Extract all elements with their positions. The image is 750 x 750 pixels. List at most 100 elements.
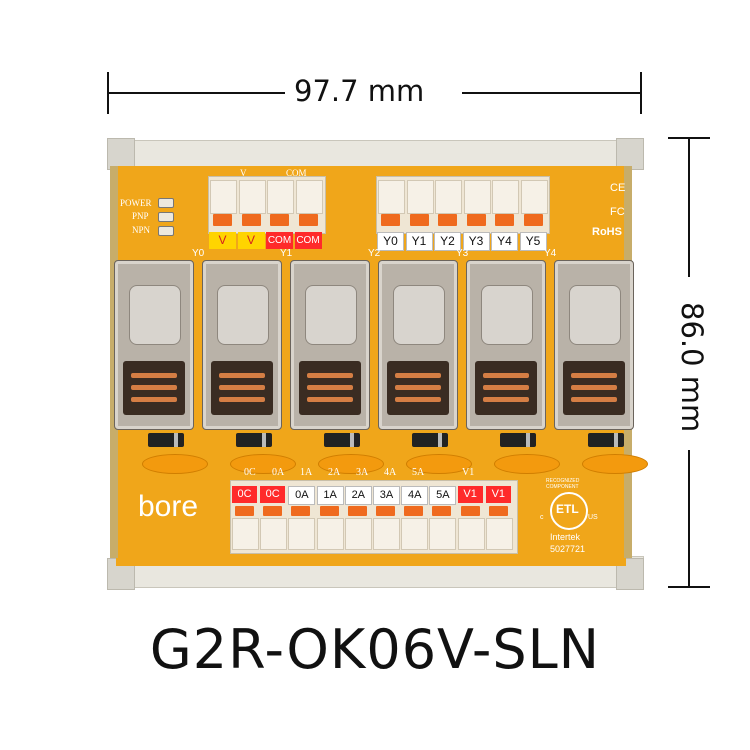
indicator-label-npn: NPN [132, 225, 151, 235]
bottom-terminal-lever[interactable] [432, 506, 452, 516]
diode-band [526, 433, 530, 447]
height-dimension-label: 86.0 mm [675, 302, 709, 433]
relay [466, 260, 546, 430]
pnp-led [158, 212, 174, 222]
top-output-terminal-lever[interactable] [466, 214, 486, 226]
bottom-terminal-lever[interactable] [376, 506, 395, 516]
bottom-terminal-label: 2A [344, 486, 372, 505]
width-dim-line-left [107, 92, 285, 94]
intertek-text: Intertek [550, 532, 581, 542]
intertek-number: 5027721 [550, 544, 586, 554]
top-power-terminal-lever[interactable] [213, 214, 232, 226]
brand-logo-text: bore [138, 490, 199, 523]
relay-label: Y5 [632, 248, 645, 259]
bottom-terminal-lever[interactable] [404, 506, 424, 516]
relay [202, 260, 282, 430]
relay-contact-strip [395, 373, 441, 378]
bottom-silk-label: 0A [272, 467, 285, 478]
diode [412, 433, 448, 447]
bottom-silk-label: 0C [244, 467, 256, 478]
top-output-terminal-cell [520, 180, 548, 214]
relay-contact-strip [571, 397, 617, 402]
rohs-mark: RoHS [592, 226, 622, 238]
top-output-terminal-label: Y0 [377, 232, 404, 251]
top-power-terminal-label: COM [266, 232, 293, 249]
height-dim-line-bottom [688, 450, 690, 588]
relay [290, 260, 370, 430]
top-output-terminal-cell [378, 180, 405, 214]
diode [148, 433, 184, 447]
capacitor [406, 454, 472, 474]
top-output-terminal-label: Y2 [434, 232, 461, 251]
diode-band [174, 433, 178, 447]
relay-contact-strip [219, 385, 265, 390]
bottom-terminal-cell [485, 518, 513, 550]
top-din-rail [110, 140, 644, 168]
top-power-terminal-lever[interactable] [298, 214, 318, 226]
top-power-terminal-lever[interactable] [241, 214, 261, 226]
bottom-terminal-lever[interactable] [263, 506, 283, 516]
bottom-terminal-cell [344, 518, 372, 550]
bottom-terminal-label: 4A [401, 486, 429, 505]
relay-contact-strip [395, 385, 441, 390]
indicator-label-pnp: PNP [132, 211, 149, 221]
etl-recognized-text: RECOGNIZED COMPONENT [546, 478, 580, 490]
relay-contact-strip [131, 397, 177, 402]
bottom-terminal-label: 1A [316, 486, 344, 505]
bottom-terminal-lever[interactable] [291, 506, 311, 516]
top-output-terminal-lever[interactable] [523, 214, 543, 226]
diode-band [438, 433, 442, 447]
relay [554, 260, 634, 430]
bottom-terminal-cell [232, 518, 259, 550]
top-output-terminal-lever[interactable] [409, 214, 429, 226]
bottom-terminal-lever[interactable] [347, 506, 367, 516]
relay-contact-strip [571, 373, 617, 378]
top-output-terminal-lever[interactable] [495, 214, 514, 226]
bottom-terminal-lever[interactable] [488, 506, 508, 516]
diode-band [614, 433, 618, 447]
relay-coil [217, 285, 269, 345]
capacitor [230, 454, 296, 474]
top-output-terminal-lever[interactable] [438, 214, 457, 226]
relay-coil [569, 285, 621, 345]
relay-contact-strip [219, 397, 265, 402]
relay-contact-strip [483, 397, 529, 402]
relay-contact-strip [483, 385, 529, 390]
top-power-terminal-label: V [237, 232, 265, 249]
diode [236, 433, 272, 447]
bottom-terminal-cell [288, 518, 316, 550]
etl-c-text: c [540, 514, 544, 521]
bottom-terminal-cell [260, 518, 288, 550]
bottom-terminal-label: V1 [485, 486, 511, 503]
etl-mark-icon [550, 492, 588, 530]
bottom-terminal-lever[interactable] [460, 506, 480, 516]
power-led [158, 198, 174, 208]
model-name: G2R-OK06V-SLN [149, 618, 601, 681]
bottom-silk-label: 3A [356, 467, 369, 478]
bottom-silk-label: 2A [328, 467, 341, 478]
fc-mark: FC [610, 206, 625, 218]
bottom-terminal-label: 0C [232, 486, 257, 503]
bottom-silk-label: 5A [412, 467, 425, 478]
capacitor [318, 454, 384, 474]
diode [500, 433, 536, 447]
bottom-terminal-lever[interactable] [235, 506, 254, 516]
relay-label: Y3 [456, 248, 469, 259]
relay-contact-strip [307, 373, 353, 378]
width-dim-line-right [462, 92, 642, 94]
top-power-silk-com: COM [286, 168, 307, 178]
bottom-terminal-lever[interactable] [319, 506, 339, 516]
relay-contact-strip [483, 373, 529, 378]
height-dim-line-top [688, 137, 690, 277]
bottom-silk-label: 4A [384, 467, 397, 478]
relay [114, 260, 194, 430]
ce-mark: CE [610, 182, 626, 194]
relay-coil [129, 285, 181, 345]
diode-band [262, 433, 266, 447]
bottom-terminal-cell [429, 518, 457, 550]
bottom-terminal-label: 0A [288, 486, 316, 505]
top-output-terminal-lever[interactable] [381, 214, 400, 226]
etl-mark-text: ETL [556, 502, 579, 516]
top-power-terminal-lever[interactable] [270, 214, 289, 226]
bottom-terminal-cell [457, 518, 485, 550]
